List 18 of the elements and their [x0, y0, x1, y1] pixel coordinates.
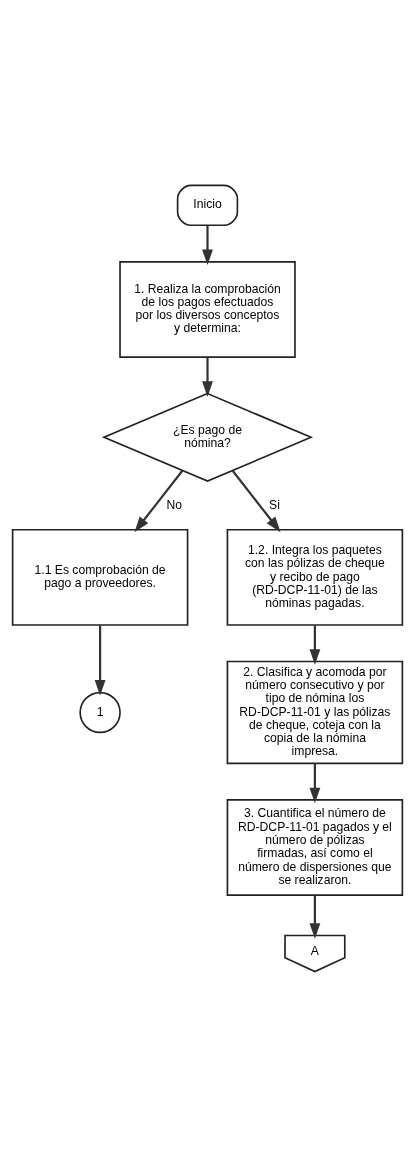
- edge-label: Si: [269, 497, 280, 512]
- node-box: 1. Realiza la comprobación de los pagos efectuados por los diversos conceptos y determina:: [119, 261, 296, 358]
- node-box: Inicio: [176, 184, 239, 227]
- arrow: [202, 225, 213, 266]
- edge-label: No: [166, 497, 183, 512]
- arrow: [202, 357, 213, 397]
- arrow: [309, 625, 321, 665]
- node-box: 1.1 Es comprobación de pago a proveedores.: [11, 528, 189, 626]
- arrow: [309, 763, 321, 804]
- node-box: 3. Cuantifica el número de RD-DCP-11-01 pagados y el número de pólizas firmadas, así como el número de dispersiones que se realizaron.: [226, 799, 404, 896]
- arrow: [231, 470, 281, 533]
- node-circle: 1: [79, 691, 121, 734]
- node-box: 1.2. Integra los paquetes con las pólizas de cheque y recibo de pago (RD-DCP-11-01) de las nóminas pagadas.: [226, 528, 404, 626]
- node-diamond: ¿Es pago de nómina?: [101, 392, 314, 482]
- node-box: 2. Clasifica y acomoda por número consecutivo y por tipo de nómina los RD-DCP-11-01 y las pólizas de cheque, coteja con la copia de la nómina impresa.: [226, 660, 404, 765]
- arrow: [134, 470, 184, 533]
- arrow: [309, 895, 321, 939]
- arrow: [94, 625, 106, 696]
